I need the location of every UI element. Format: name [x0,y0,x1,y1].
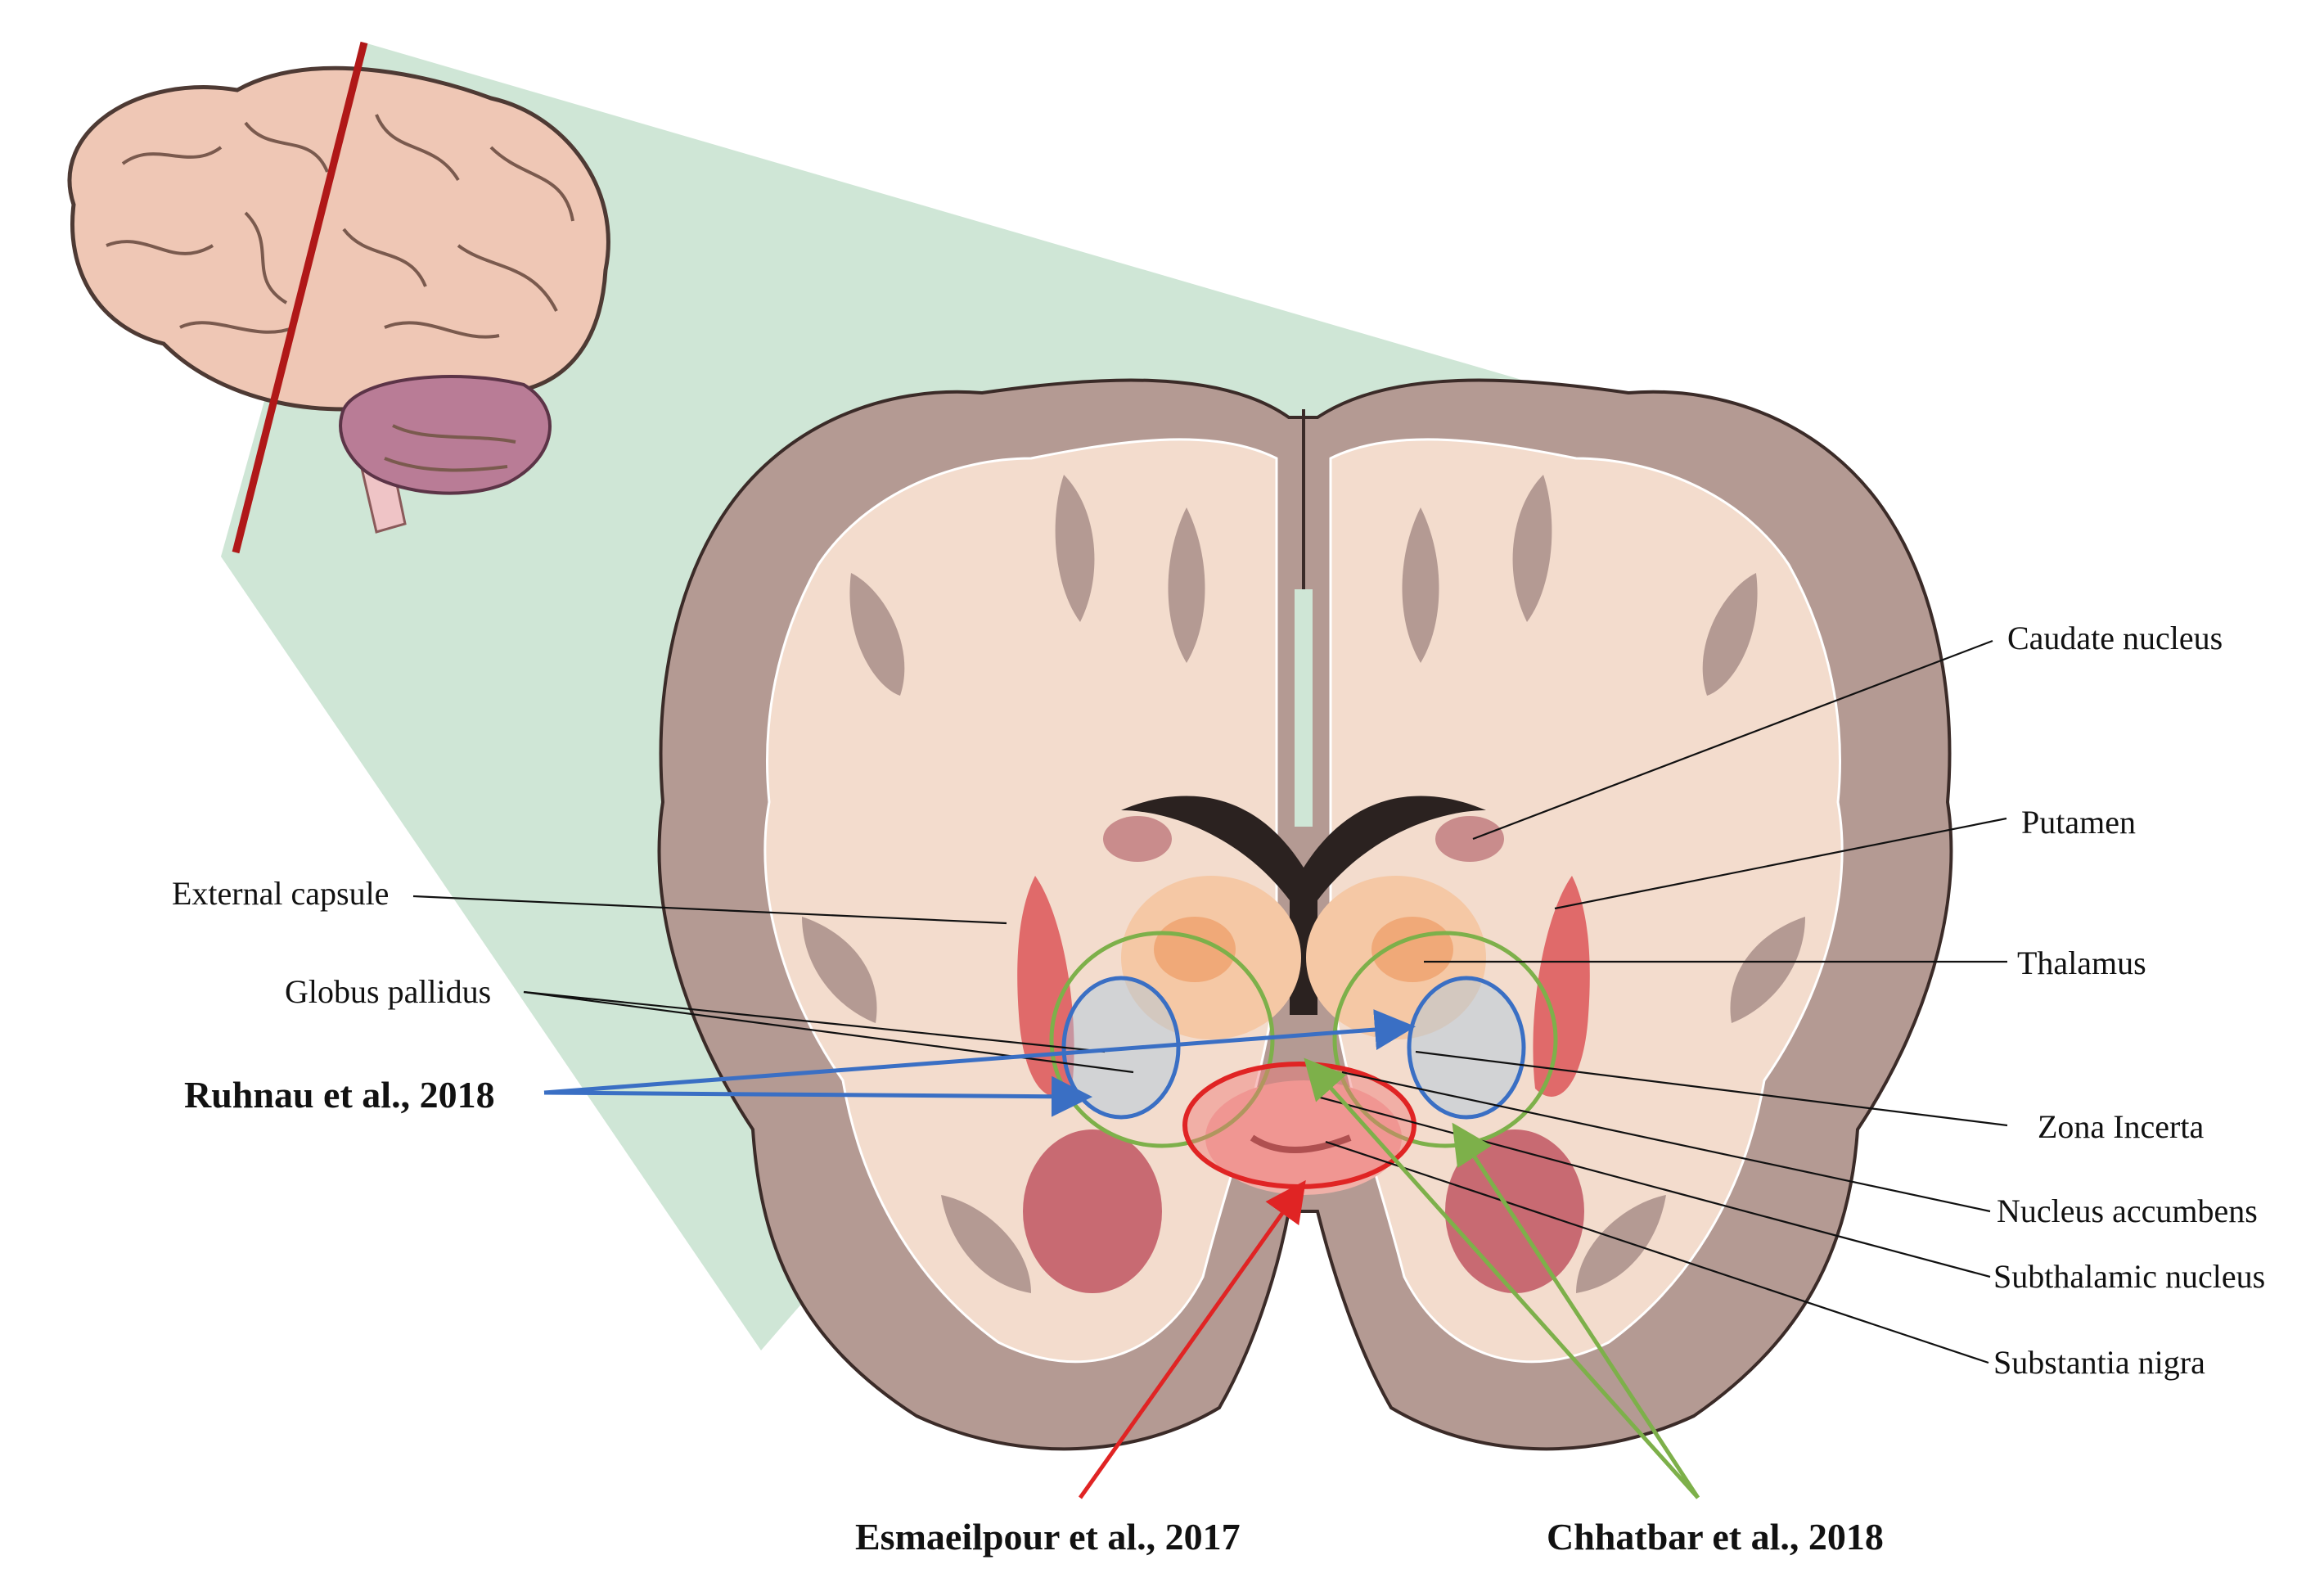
leader-putamen [1554,817,2007,910]
chhatbar-arrow-2 [1452,1122,1700,1499]
label-subthalamic-nucleus: Subthalamic nucleus [1993,1258,2265,1295]
label-substantia-nigra: Substantia nigra [1993,1344,2205,1381]
citation-esmaeilpour: Esmaeilpour et al., 2017 [855,1516,1241,1558]
label-globus-pallidus: Globus pallidus [285,973,491,1010]
label-putamen: Putamen [2021,804,2136,841]
cerebrum [67,65,610,413]
citation-ruhnau: Ruhnau et al., 2018 [184,1074,495,1116]
deep-nucleus-left [1023,1129,1162,1293]
caudate-nucleus-right [1435,816,1504,862]
lateral-ventricles [1121,796,1486,1015]
sulci [802,475,1805,1293]
ruhnau-arrow-2 [543,1009,1416,1095]
label-nucleus-accumbens: Nucleus accumbens [1997,1193,2258,1229]
substantia-nigra-marks [1250,1134,1352,1153]
gyri-pattern [106,114,574,472]
leader-globus-1 [523,990,1106,1053]
label-zona-incerta: Zona Incerta [2038,1108,2204,1145]
leader-nigra [1325,1140,1989,1364]
coronal-cut-line [232,41,368,554]
leader-globus-2 [523,990,1134,1074]
leader-subthalamic [1317,1095,1991,1278]
leader-caudate [1472,639,1993,841]
leader-lines [412,639,2008,1364]
caudate-nucleus-left [1103,816,1172,862]
label-external-capsule: External capsule [172,875,389,912]
citation-arrows [543,1009,1700,1499]
esmaeilpour-arrow [1078,1179,1306,1499]
citation-chhatbar: Chhatbar et al., 2018 [1547,1516,1884,1558]
label-caudate-nucleus: Caudate nucleus [2007,620,2223,656]
leader-zona [1415,1050,2008,1127]
midbrain [1205,1080,1402,1195]
esmaeilpour-ellipse [1182,1062,1416,1189]
ruhnau-ellipse-right [1407,976,1526,1120]
leader-external [412,895,1007,925]
fissure-gap [1295,589,1313,827]
label-thalamus: Thalamus [2017,945,2146,981]
putamen-left [1017,876,1074,1097]
lateral-brain-illustration [67,65,610,534]
leader-accumbens [1341,1071,1991,1213]
putamen-right [1533,876,1590,1097]
chhatbar-ellipse-right [1332,931,1558,1148]
chhatbar-arrow-1 [1304,1057,1700,1499]
coronal-section [657,378,1953,1451]
ruhnau-arrow-1 [543,1075,1092,1117]
deep-nucleus-right [1445,1129,1584,1293]
